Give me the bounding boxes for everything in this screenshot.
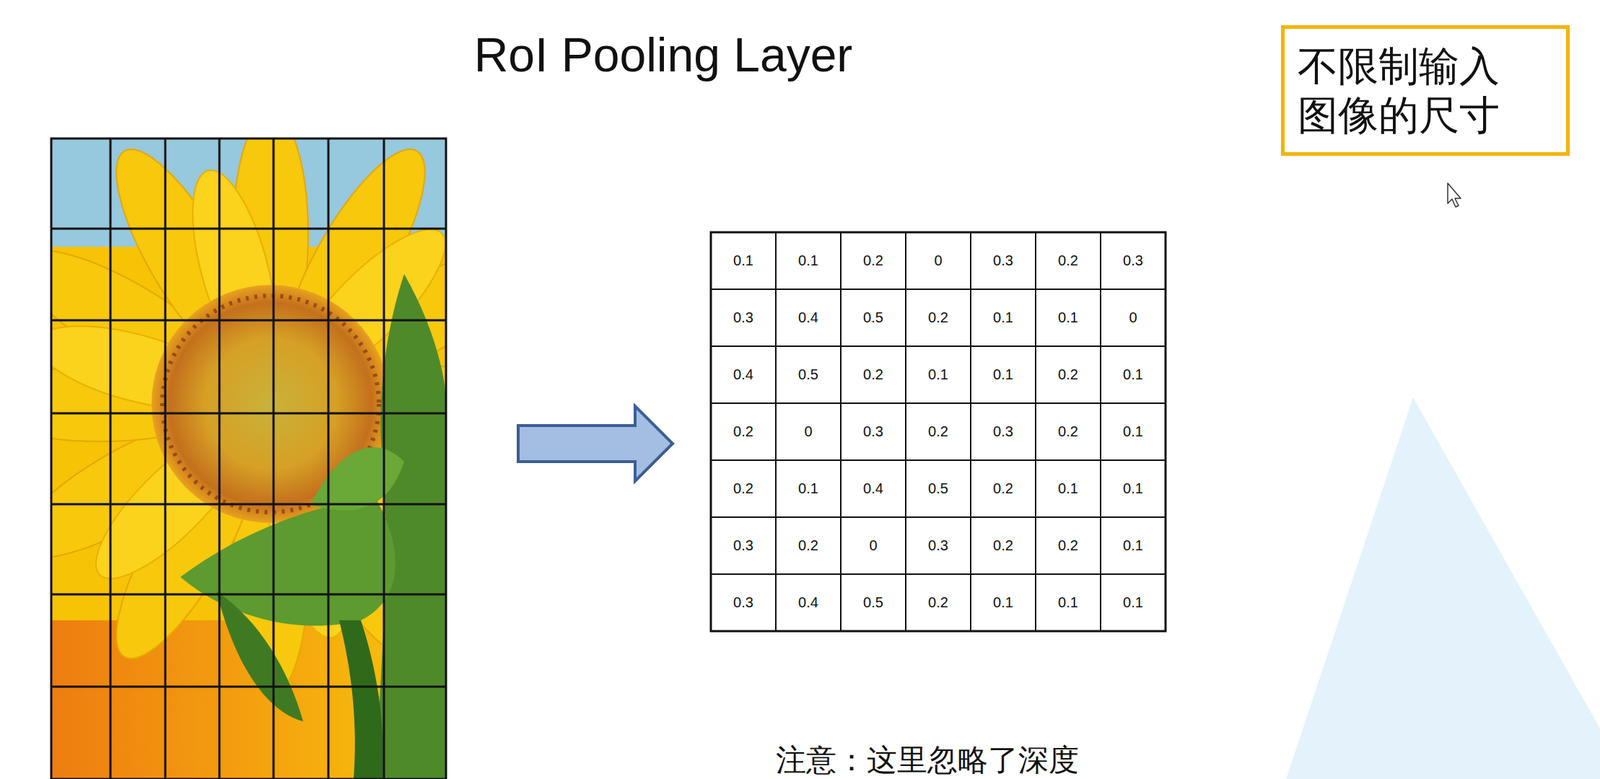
note-text: 注意：这里忽略了深度 [775,740,1079,779]
sunflower-image [51,138,447,779]
table-cell: 0 [907,252,969,270]
table-cell: 0.5 [842,594,904,612]
table-cell: 0.1 [1037,594,1099,612]
table-cell: 0.4 [777,594,839,612]
table-cell: 0.1 [777,480,839,498]
table-cell: 0.3 [972,423,1034,441]
table-cell: 0.2 [907,594,969,612]
table-cell: 0.3 [907,537,969,555]
table-cell: 0.1 [972,309,1034,327]
table-cell: 0.1 [1037,480,1099,498]
table-cell: 0 [777,423,839,441]
table-cell: 0.1 [777,252,839,270]
table-cell: 0.1 [1102,594,1164,612]
table-cell: 0.1 [713,252,774,270]
table-cell: 0.2 [1037,423,1099,441]
table-cell: 0.2 [972,480,1034,498]
table-cell: 0.3 [713,537,774,555]
table-cell: 0.2 [1037,366,1099,384]
table-cell: 0.1 [907,366,969,384]
table-cell: 0.3 [1102,252,1164,270]
table-cell: 0.2 [842,252,904,270]
table-cell: 0.2 [842,366,904,384]
table-cell: 0.4 [777,309,839,327]
image-grid [51,138,447,779]
table-cell: 0.3 [972,252,1034,270]
table-cell: 0 [842,537,904,555]
triangle-watermark [1286,397,1600,779]
table-cell: 0.1 [1102,366,1164,384]
table-cell: 0.2 [777,537,839,555]
callout-text: 不限制输入图像的尺寸 [1297,41,1515,139]
mouse-cursor [1447,183,1461,208]
table-cell: 0.1 [1037,309,1099,327]
table-cell: 0.2 [713,423,774,441]
table-cell: 0.2 [972,537,1034,555]
table-cell: 0.2 [1037,252,1099,270]
callout-box: 不限制输入图像的尺寸 [1281,25,1570,156]
feature-map-grid [710,232,1166,632]
table-cell: 0.4 [842,480,904,498]
table-cell: 0.3 [713,309,774,327]
table-cell: 0.3 [713,594,774,612]
block-arrow [518,406,673,482]
table-cell: 0.2 [713,480,774,498]
table-cell: 0.2 [907,309,969,327]
table-cell: 0.2 [907,423,969,441]
table-cell: 0.5 [842,309,904,327]
table-cell: 0.4 [713,366,774,384]
table-cell: 0.1 [1102,480,1164,498]
table-cell: 0.1 [1102,423,1164,441]
table-cell: 0.3 [842,423,904,441]
table-cell: 0 [1102,309,1164,327]
table-cell: 0.1 [972,366,1034,384]
slide-title: RoI Pooling Layer [474,27,854,83]
table-cell: 0.1 [972,594,1034,612]
table-cell: 0.1 [1102,537,1164,555]
table-cell: 0.5 [777,366,839,384]
table-cell: 0.2 [1037,537,1099,555]
table-cell: 0.5 [907,480,969,498]
